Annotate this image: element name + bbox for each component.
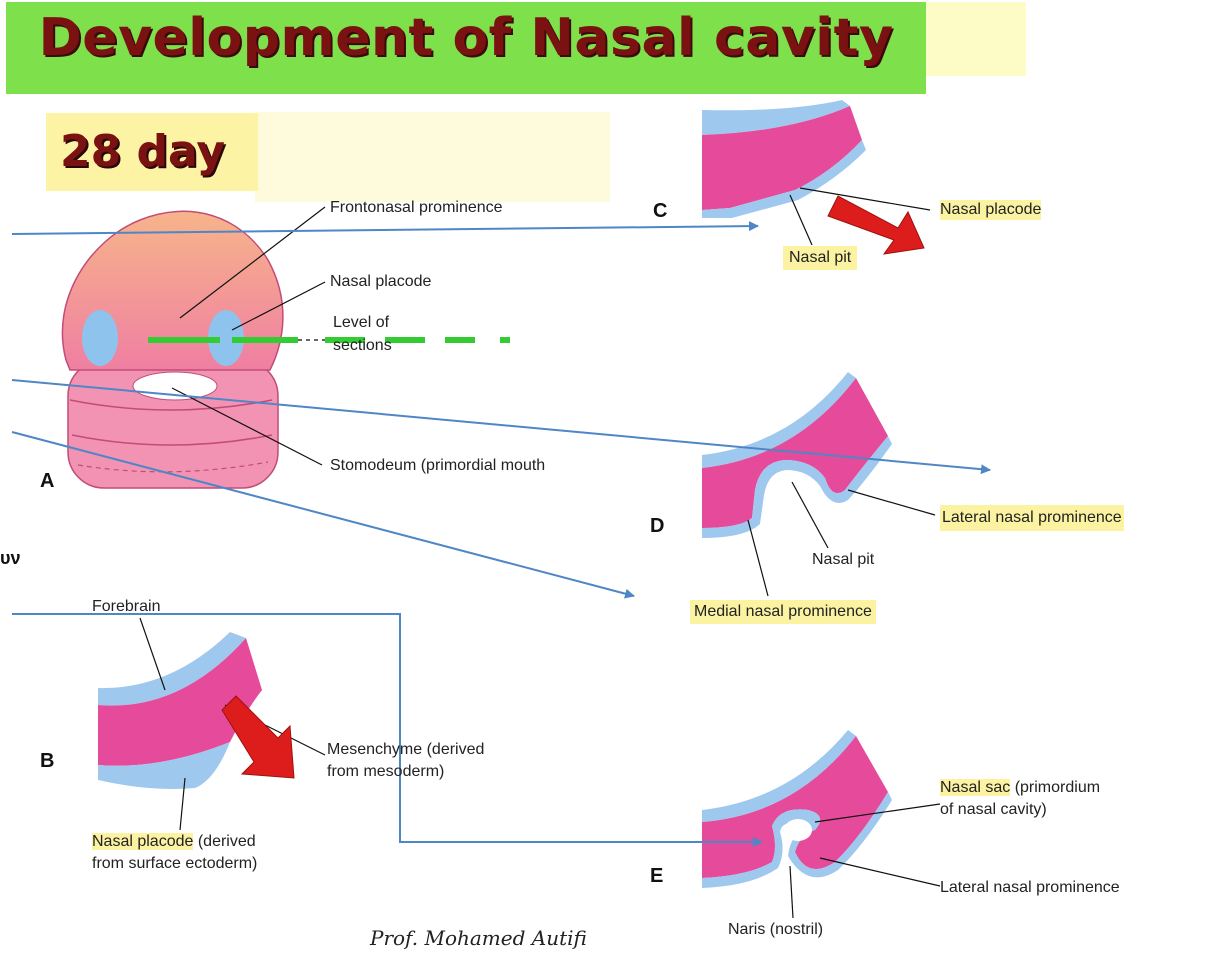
label-stomodeum: Stomodeum (primordial mouth	[330, 456, 545, 476]
label-nasal-placode-b-rest: (derived	[193, 833, 255, 850]
label-level-of: Level of	[333, 313, 389, 333]
embryo-head	[62, 211, 282, 488]
label-c-nasal-placode: Nasal placode	[940, 200, 1041, 220]
author-signature: Prof. Mohamed Autifi	[370, 926, 587, 950]
panel-letter-d: D	[650, 515, 664, 538]
label-e-lateral-nasal-prominence: Lateral nasal prominence	[940, 878, 1120, 898]
partial-text: υν	[0, 548, 21, 569]
label-e-nasal-sac: Nasal sac (primordium	[940, 778, 1100, 798]
section-c	[702, 100, 930, 254]
label-nasal-placode-b-highlight: Nasal placode	[92, 833, 193, 850]
label-e-nasal-sac-highlight: Nasal sac	[940, 779, 1010, 796]
nasal-sac	[784, 819, 812, 841]
label-c-nasal-pit: Nasal pit	[783, 246, 857, 270]
red-arrow-b	[222, 696, 294, 778]
label-mesenchyme-1: Mesenchyme (derived	[327, 740, 484, 760]
label-d-lateral-nasal-prominence: Lateral nasal prominence	[940, 505, 1124, 531]
nasal-placode-left	[82, 310, 118, 366]
section-e	[702, 730, 940, 918]
label-forebrain: Forebrain	[92, 597, 160, 617]
panel-letter-c: C	[653, 200, 667, 223]
label-mesenchyme-2: from mesoderm)	[327, 762, 444, 782]
label-d-nasal-pit: Nasal pit	[812, 550, 874, 570]
level-of-sections-line	[148, 337, 510, 343]
label-e-nasal-sac-rest: (primordium	[1010, 779, 1100, 796]
label-surface-ectoderm: from surface ectoderm)	[92, 854, 257, 874]
panel-letter-a: A	[40, 470, 54, 493]
label-e-naris: Naris (nostril)	[728, 920, 823, 940]
panel-letter-e: E	[650, 865, 663, 888]
label-nasal-placode-b: Nasal placode (derived	[92, 832, 256, 852]
label-frontonasal-prominence: Frontonasal prominence	[330, 198, 503, 218]
label-e-nasal-cavity: of nasal cavity)	[940, 800, 1047, 820]
label-sections: sections	[333, 336, 392, 356]
section-b	[98, 618, 325, 830]
panel-letter-b: B	[40, 750, 54, 773]
label-nasal-placode-a: Nasal placode	[330, 272, 431, 292]
label-d-medial-nasal-prominence: Medial nasal prominence	[690, 600, 876, 624]
